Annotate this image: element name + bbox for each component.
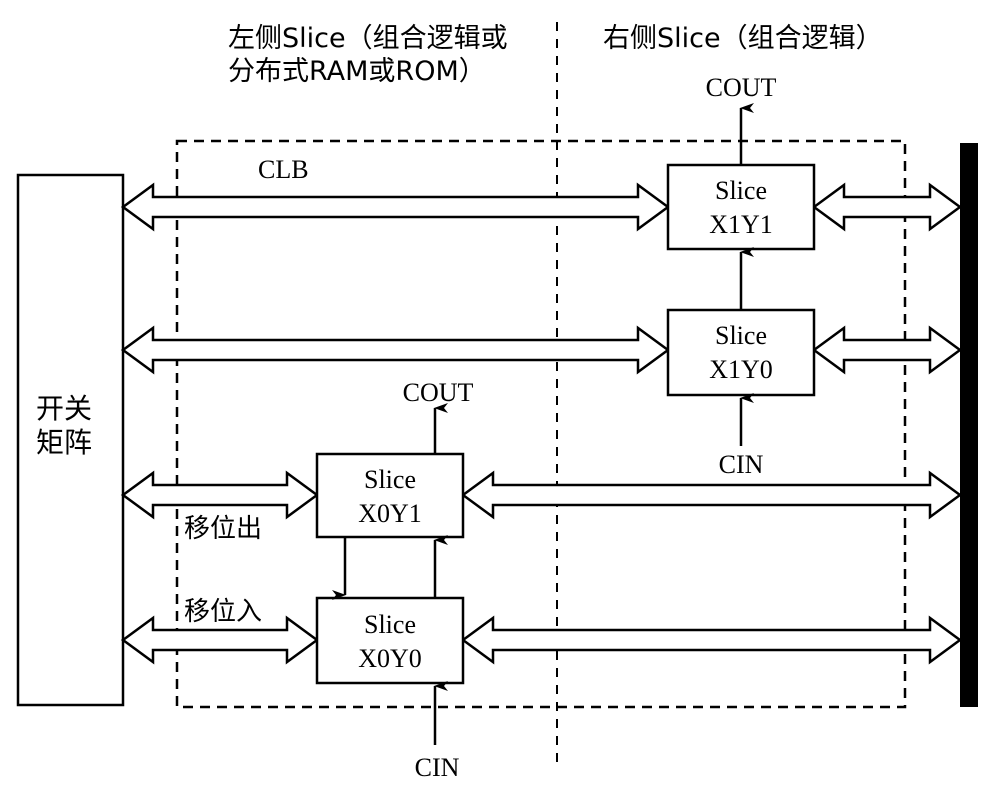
slice-x0y1-box[interactable] [315,452,465,539]
switch-matrix: 开关 矩阵 [16,173,125,707]
shift-out-label: 移位出 [184,514,262,544]
slice-x0y0[interactable]: Slice X0Y0 [315,596,465,685]
switch-matrix-label-line1: 开关 [36,392,92,425]
shift-in-label: 移位入 [184,597,262,627]
slice-x1y1-label: Slice [715,176,767,205]
slice-x0y1[interactable]: Slice X0Y1 [315,452,465,539]
slice-x1y1-id: X1Y1 [709,210,773,239]
bus-switch-to-x0y1 [120,470,320,520]
slice-x1y0-box[interactable] [666,308,816,397]
slice-x0y0-box[interactable] [315,596,465,685]
left-slice-title-line2: 分布式RAM或ROM） [228,56,486,87]
bus-switch-to-x1y1 [120,182,671,232]
slice-x1y0-id: X1Y0 [709,355,773,384]
clb-label: CLB [258,155,309,184]
slice-x0y0-id: X0Y0 [358,644,422,673]
switch-matrix-label-line2: 矩阵 [36,426,92,459]
bus-x1y0-to-routing [811,325,963,375]
slice-x0y1-id: X0Y1 [358,499,422,528]
slice-x0y1-label: Slice [364,465,416,494]
bus-switch-to-x1y0 [120,325,671,375]
bus-arrows [120,182,963,665]
slice-x1y1[interactable]: Slice X1Y1 [666,163,816,251]
bus-x0y0-to-routing [460,615,963,665]
right-slice-title: 右侧Slice（组合逻辑） [603,23,883,54]
cout-right-label: COUT [706,73,777,102]
routing-bus-bar [960,143,978,707]
left-slice-title-line1: 左侧Slice（组合逻辑或 [228,23,508,54]
clb-boundary [175,139,907,709]
bus-x0y1-to-routing [460,470,963,520]
slice-x1y0[interactable]: Slice X1Y0 [666,308,816,397]
slice-x1y1-box[interactable] [666,163,816,251]
switch-matrix-box [16,173,125,707]
slice-x1y0-label: Slice [715,321,767,350]
cin-left-label: CIN [415,753,460,782]
slice-x0y0-label: Slice [364,610,416,639]
cin-right-label: CIN [719,450,764,479]
bus-x1y1-to-routing [811,182,963,232]
cout-left-label: COUT [403,378,474,407]
